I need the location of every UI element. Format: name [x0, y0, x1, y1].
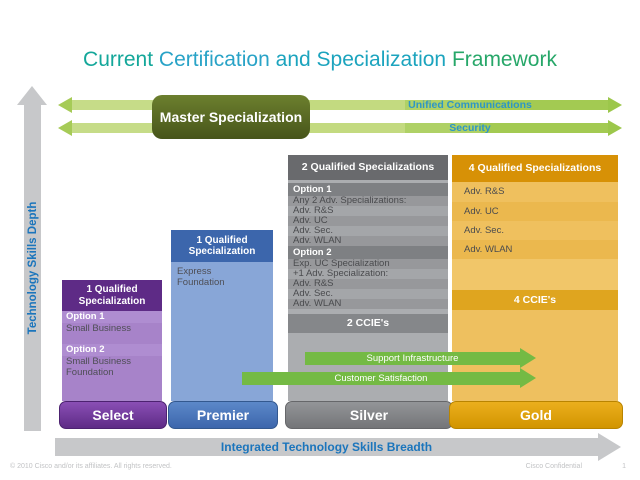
security-arrow: Security — [58, 120, 622, 136]
premier-level-bar: Premier — [168, 401, 278, 429]
gold-item: Adv. UC — [452, 202, 618, 221]
arrow-shaft — [70, 100, 610, 110]
unified-communications-label: Unified Communications — [408, 99, 532, 111]
spacer — [62, 334, 162, 344]
silver-option1-item: Adv. WLAN — [288, 236, 448, 246]
title-segment: and Specialization — [275, 48, 447, 71]
gold-item: Adv. R&S — [452, 182, 618, 202]
silver-option2-item: Exp. UC Specialization — [288, 259, 448, 269]
master-specialization-box: Master Specialization — [152, 95, 310, 139]
silver-option1-item: Adv. R&S — [288, 206, 448, 216]
select-option2-line: Small Business — [66, 356, 131, 367]
silver-column-body: Option 1 Any 2 Adv. Specializations: Adv… — [288, 180, 448, 401]
footer-copyright: © 2010 Cisco and/or its affiliates. All … — [10, 463, 172, 470]
silver-option1-label: Option 1 — [288, 183, 448, 196]
silver-option1-item: Adv. UC — [288, 216, 448, 226]
gold-item: Adv. Sec. — [452, 221, 618, 240]
select-column-header: 1 Qualified Specialization — [62, 280, 162, 311]
silver-option2-label: Option 2 — [288, 246, 448, 259]
vertical-axis-arrowhead — [17, 86, 47, 105]
title-segment: Current — [83, 48, 154, 71]
title-segment: Framework — [451, 48, 557, 71]
premier-column-header: 1 Qualified Specialization — [171, 230, 273, 262]
select-level-bar: Select — [59, 401, 167, 429]
arrow-right-head — [608, 97, 622, 113]
horizontal-axis-arrowhead — [598, 433, 621, 461]
gold-ccie-band: 4 CCIE's — [452, 290, 618, 310]
silver-column-header: 2 Qualified Specializations — [288, 155, 448, 180]
silver-option2-item: Adv. Sec. — [288, 289, 448, 299]
vertical-axis-label: Technology Skills Depth — [27, 201, 39, 335]
silver-option2-item: +1 Adv. Specialization: — [288, 269, 448, 279]
gold-column-header: 4 Qualified Specializations — [452, 155, 618, 182]
unified-communications-arrow: Unified Communications — [58, 97, 622, 113]
security-label: Security — [449, 122, 491, 134]
select-option1-label: Option 1 — [62, 311, 162, 323]
gold-level-bar: Gold — [449, 401, 623, 429]
silver-level-bar: Silver — [285, 401, 453, 429]
premier-line: Express — [177, 266, 212, 277]
footer-page-number: 1 — [622, 463, 626, 470]
premier-line: Foundation — [177, 277, 225, 288]
silver-option2-item: Adv. WLAN — [288, 299, 448, 309]
silver-option1-item: Any 2 Adv. Specializations: — [288, 196, 448, 206]
page-title: Current Certification and Specialization… — [0, 48, 640, 72]
arrow-right-head — [608, 120, 622, 136]
arrow-shaft — [70, 123, 610, 133]
silver-ccie-band: 2 CCIE's — [288, 314, 448, 333]
arrow-left-head — [58, 120, 72, 136]
select-column-body: Option 1 Small Business Option 2 Small B… — [62, 311, 162, 401]
customer-satisfaction-arrow: Customer Satisfaction — [242, 368, 536, 388]
vertical-axis-arrow — [24, 104, 41, 431]
silver-option1-item: Adv. Sec. — [288, 226, 448, 236]
title-segment: Certification — [158, 48, 270, 71]
support-infrastructure-arrow: Support Infrastructure — [305, 348, 536, 368]
select-option2-line: Foundation — [66, 367, 114, 378]
footer-confidential: Cisco Confidential — [525, 463, 582, 470]
arrow-left-head — [58, 97, 72, 113]
silver-option2-item: Adv. R&S — [288, 279, 448, 289]
select-option2-label: Option 2 — [62, 344, 162, 356]
horizontal-axis-arrow: Integrated Technology Skills Breadth — [55, 438, 598, 456]
gold-item: Adv. WLAN — [452, 240, 618, 259]
spacer — [452, 259, 618, 290]
select-option1-line: Small Business — [66, 323, 131, 334]
